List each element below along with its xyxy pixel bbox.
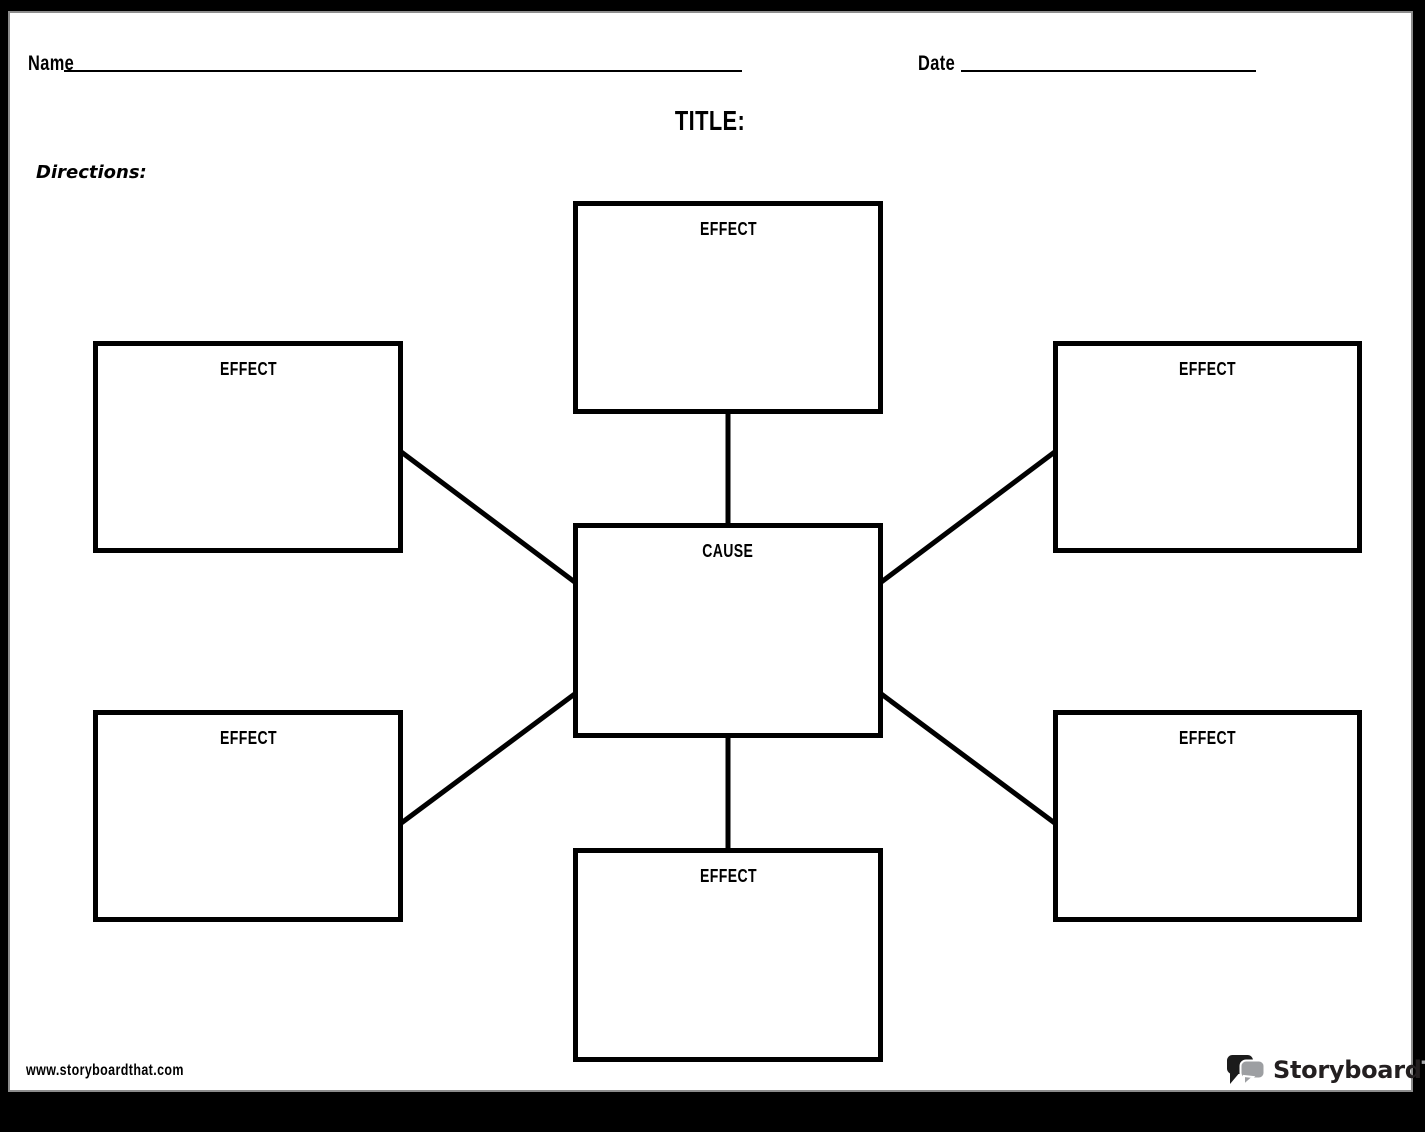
worksheet-page: Name Date TITLE: Directions: EFFECT EFFE… — [8, 11, 1425, 1092]
effect-box-left-top[interactable]: EFFECT — [93, 341, 403, 553]
logo-text-that: That — [1422, 1056, 1425, 1084]
name-label: Name — [28, 52, 75, 75]
connector-left-top — [398, 449, 578, 585]
date-input-line[interactable] — [961, 48, 1256, 72]
effect-box-left-top-label: EFFECT — [219, 359, 277, 379]
logo-wordmark: StoryboardThat — [1273, 1056, 1425, 1084]
effect-box-right-bottom-label: EFFECT — [1179, 728, 1236, 748]
effect-box-bottom[interactable]: EFFECT — [573, 848, 883, 1062]
effect-box-top[interactable]: EFFECT — [573, 201, 883, 414]
connector-right-top — [878, 449, 1058, 585]
speech-bubbles-icon — [1227, 1054, 1266, 1087]
effect-box-left-bottom[interactable]: EFFECT — [93, 710, 403, 922]
connector-lines — [398, 411, 1058, 851]
cause-box-center[interactable]: CAUSE — [573, 523, 883, 738]
name-input-line[interactable] — [64, 48, 742, 72]
effect-box-bottom-label: EFFECT — [699, 866, 757, 886]
title-row: TITLE: — [10, 105, 1411, 137]
date-label: Date — [918, 52, 956, 75]
logo-text-storyboard: Storyboard — [1273, 1056, 1422, 1084]
effect-box-right-bottom[interactable]: EFFECT — [1053, 710, 1362, 922]
effect-box-right-top-label: EFFECT — [1179, 359, 1236, 379]
title-label: TITLE: — [675, 105, 746, 136]
effect-box-top-label: EFFECT — [699, 219, 757, 239]
cause-box-label: CAUSE — [702, 541, 754, 561]
storyboardthat-logo: StoryboardThat — [1226, 1053, 1425, 1087]
connector-right-bottom — [878, 690, 1058, 827]
directions-label: Directions: — [36, 162, 147, 183]
website-url: www.storyboardthat.com — [26, 1062, 184, 1079]
effect-box-right-top[interactable]: EFFECT — [1053, 341, 1362, 553]
effect-box-left-bottom-label: EFFECT — [219, 728, 277, 748]
connector-left-bottom — [398, 690, 578, 827]
